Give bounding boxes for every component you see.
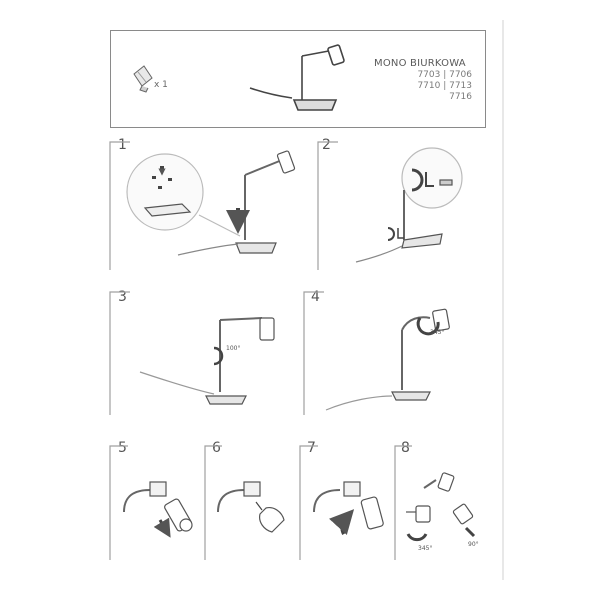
product-codes: 7703 | 7706 7710 | 7713 7716 bbox=[417, 70, 472, 103]
step7-illustration bbox=[313, 481, 384, 535]
product-title: MONO BIURKOWA bbox=[374, 58, 466, 69]
step8-illustration bbox=[406, 472, 476, 542]
step-number-3: 3 bbox=[118, 289, 127, 305]
angle-label-100: 100° bbox=[226, 345, 240, 352]
hex-key-icon bbox=[425, 172, 434, 187]
step2-illustration bbox=[355, 147, 463, 263]
angle-label-90: 90° bbox=[468, 541, 479, 548]
panel-brackets bbox=[109, 141, 412, 560]
step-number-7: 7 bbox=[307, 440, 316, 456]
bulb-quantity: x 1 bbox=[154, 80, 168, 90]
step-number-4: 4 bbox=[311, 289, 320, 305]
angle-label-345b: 345° bbox=[418, 545, 432, 552]
step-number-2: 2 bbox=[322, 137, 331, 153]
step1-illustration bbox=[126, 150, 296, 256]
rotate-arrow-icon bbox=[411, 168, 424, 192]
step-number-8: 8 bbox=[401, 440, 410, 456]
bulb-icon bbox=[259, 507, 285, 533]
step6-illustration bbox=[217, 481, 285, 533]
header-box bbox=[110, 30, 486, 128]
step3-illustration bbox=[139, 317, 275, 405]
step-number-1: 1 bbox=[118, 137, 127, 153]
step-number-5: 5 bbox=[118, 440, 127, 456]
desk-lamp-icon bbox=[249, 44, 345, 111]
bulb-icon bbox=[133, 65, 153, 93]
step5-illustration bbox=[123, 481, 193, 538]
product-code-line: 7710 | 7713 bbox=[417, 81, 472, 91]
product-code-line: 7703 | 7706 bbox=[417, 70, 472, 80]
angle-label-345: 345° bbox=[430, 329, 444, 336]
product-code-line: 7716 bbox=[449, 92, 472, 102]
step-number-6: 6 bbox=[212, 440, 221, 456]
step4-illustration bbox=[325, 308, 450, 411]
